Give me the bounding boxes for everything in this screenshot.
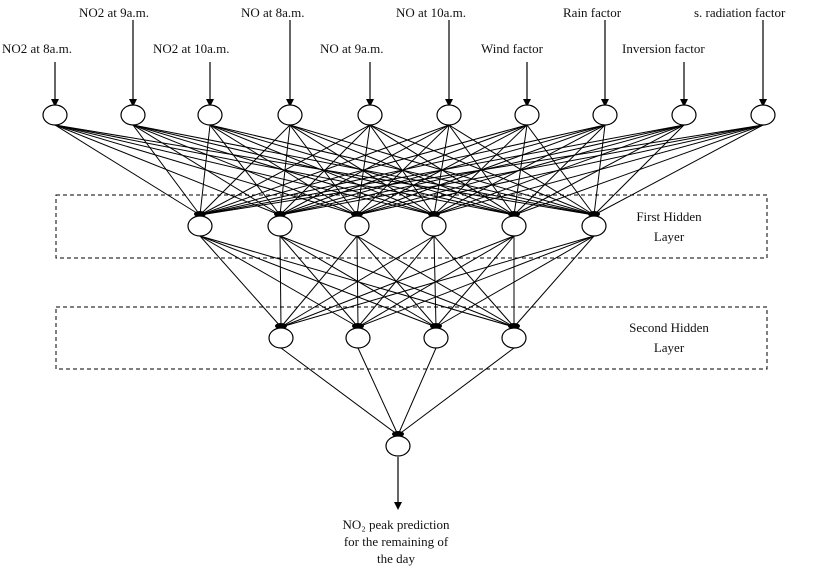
first-hidden-layer-label-line2: Layer <box>653 229 685 244</box>
input-label-rain-factor: Rain factor <box>563 5 622 20</box>
output-label-line2: for the remaining of <box>343 534 449 549</box>
hidden2-node-4 <box>501 327 527 349</box>
connection-h2-4-output <box>397 347 515 436</box>
second-hidden-layer-label: Second Hidden Layer <box>609 318 729 358</box>
connection-h2-3-output <box>397 347 437 436</box>
hidden1-node-5 <box>501 215 527 237</box>
hidden2-node-2 <box>345 327 371 349</box>
connection-input4-h1-1 <box>199 124 291 216</box>
input-node-9 <box>671 104 697 126</box>
first-hidden-layer-box <box>55 194 768 259</box>
connection-input6-h1-1 <box>199 124 450 216</box>
input-node-10 <box>750 104 776 126</box>
input-label-inversion-factor: Inversion factor <box>622 41 705 56</box>
connection-h1-6-h2-2 <box>357 235 595 328</box>
connection-input2-h1-1 <box>132 124 201 216</box>
first-hidden-layer-label: First Hidden Layer <box>614 207 724 247</box>
h1-node-6-junction <box>588 211 600 217</box>
input-label-s-radiation-factor: s. radiation factor <box>694 5 786 20</box>
h2-node-3-junction <box>430 323 442 329</box>
h2-node-4-junction <box>508 323 520 329</box>
connection-input10-h1-1 <box>199 124 764 216</box>
connection-h1-1-h2-3 <box>199 235 437 328</box>
connection-h1-6-h2-4 <box>513 235 595 328</box>
output-label: NO₂ peak prediction for the remaining of… <box>296 516 496 567</box>
second-hidden-layer-label-line1: Second Hidden <box>629 320 709 335</box>
connection-h1-3-h2-1 <box>280 235 358 328</box>
hidden1-node-6 <box>581 215 607 237</box>
input-label-no-8am: NO at 8a.m. <box>241 5 305 20</box>
h1-node-3-junction <box>351 211 363 217</box>
second-hidden-layer-label-line2: Layer <box>653 340 685 355</box>
connection-input3-h1-1 <box>199 124 211 216</box>
input-label-wind-factor: Wind factor <box>481 41 543 56</box>
connection-h1-5-h2-1 <box>280 235 515 328</box>
h1-node-1-junction <box>194 211 206 217</box>
connection-input10-h1-2 <box>279 124 764 216</box>
input-node-8 <box>592 104 618 126</box>
connection-h1-4-h2-1 <box>280 235 435 328</box>
h1-node-5-junction <box>508 211 520 217</box>
input-node-1 <box>42 104 68 126</box>
input-label-no-9am: NO at 9a.m. <box>320 41 384 56</box>
h2-node-2-junction <box>352 323 364 329</box>
input-label-no2-9am: NO2 at 9a.m. <box>79 5 150 20</box>
connection-input9-h1-1 <box>199 124 685 216</box>
output-label-line3: the day <box>377 551 415 566</box>
input-node-4 <box>277 104 303 126</box>
hidden2-node-1 <box>268 327 294 349</box>
hidden1-node-2 <box>267 215 293 237</box>
connection-h1-4-h2-4 <box>433 235 515 328</box>
first-hidden-layer-label-line1: First Hidden <box>636 209 702 224</box>
connection-h1-4-h2-2 <box>357 235 435 328</box>
connection-input10-h1-5 <box>513 124 764 216</box>
connection-input7-h1-1 <box>199 124 528 216</box>
hidden1-node-3 <box>344 215 370 237</box>
connection-input10-h1-4 <box>433 124 764 216</box>
input-node-3 <box>197 104 223 126</box>
connection-input2-h1-2 <box>132 124 281 216</box>
connection-h1-4-h2-3 <box>433 235 437 328</box>
h1-node-2-junction <box>274 211 286 217</box>
connection-input3-h1-4 <box>209 124 435 216</box>
connection-input1-h1-1 <box>54 124 201 216</box>
connection-h2-1-output <box>280 347 399 436</box>
second-hidden-layer-box <box>55 306 768 370</box>
input-label-no2-8am: NO2 at 8a.m. <box>2 41 73 56</box>
connection-h2-2-output <box>357 347 399 436</box>
input-node-7 <box>514 104 540 126</box>
connection-input8-h1-1 <box>199 124 606 216</box>
connection-h1-2-h2-1 <box>279 235 282 328</box>
connection-h1-1-h2-2 <box>199 235 359 328</box>
hidden1-node-4 <box>421 215 447 237</box>
connection-input10-h1-3 <box>356 124 764 216</box>
input-node-5 <box>357 104 383 126</box>
connection-h1-6-h2-3 <box>435 235 595 328</box>
input-label-no-10am: NO at 10a.m. <box>396 5 467 20</box>
connection-h1-1-h2-1 <box>199 235 282 328</box>
hidden1-node-1 <box>187 215 213 237</box>
h2-node-1-junction <box>275 323 287 329</box>
hidden2-node-3 <box>423 327 449 349</box>
output-label-line1: NO₂ peak prediction <box>342 517 450 532</box>
output-node-junction <box>392 431 404 437</box>
connection-input10-h1-6 <box>593 124 764 216</box>
h1-node-4-junction <box>428 211 440 217</box>
connection-input5-h1-1 <box>199 124 371 216</box>
input-node-2 <box>120 104 146 126</box>
input-label-no2-10am: NO2 at 10a.m. <box>153 41 230 56</box>
output-node <box>385 435 411 457</box>
connection-h1-6-h2-1 <box>280 235 595 328</box>
input-node-6 <box>436 104 462 126</box>
